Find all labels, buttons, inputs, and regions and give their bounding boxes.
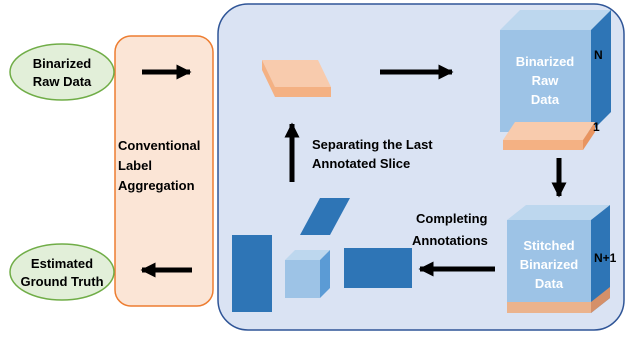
axial-annotation-slice bbox=[300, 198, 350, 235]
stitched-cube-label-line2: Binarized bbox=[520, 257, 579, 272]
stitched-data-cube bbox=[507, 205, 610, 313]
separated-slice bbox=[262, 60, 331, 97]
raw-data-cube bbox=[500, 10, 611, 132]
input-node-ellipse bbox=[9, 43, 115, 101]
complete-step-line1: Completing bbox=[416, 211, 488, 226]
sagittal-annotation-slice bbox=[232, 235, 272, 312]
input-node-line2: Raw Data bbox=[33, 74, 92, 89]
small-annotation-cube bbox=[285, 250, 330, 298]
raw-cube-label-line2: Raw bbox=[532, 73, 560, 88]
raw-cube-label-line1: Binarized bbox=[516, 54, 575, 69]
separate-step-line2: Annotated Slice bbox=[312, 156, 410, 171]
output-node-ellipse bbox=[9, 243, 115, 301]
raw-cube-index-bottom: 1 bbox=[593, 120, 600, 134]
stitched-cube-label-line3: Data bbox=[535, 276, 564, 291]
input-node-line1: Binarized bbox=[33, 56, 92, 71]
raw-cube-label-line3: Data bbox=[531, 92, 560, 107]
first-slice bbox=[503, 122, 595, 150]
aggregation-label-line1: Conventional bbox=[118, 138, 200, 153]
stitched-cube-index: N+1 bbox=[594, 251, 617, 265]
aggregation-box bbox=[114, 35, 214, 307]
separate-step-line1: Separating the Last bbox=[312, 137, 433, 152]
output-node-line1: Estimated bbox=[31, 256, 93, 271]
aggregation-label-line3: Aggregation bbox=[118, 178, 195, 193]
raw-cube-index-top: N bbox=[594, 48, 603, 62]
stitched-cube-label-line1: Stitched bbox=[523, 238, 574, 253]
complete-step-line2: Annotations bbox=[412, 233, 488, 248]
coronal-annotation-slice bbox=[344, 248, 412, 288]
aggregation-label-line2: Label bbox=[118, 158, 152, 173]
output-node-line2: Ground Truth bbox=[20, 274, 103, 289]
